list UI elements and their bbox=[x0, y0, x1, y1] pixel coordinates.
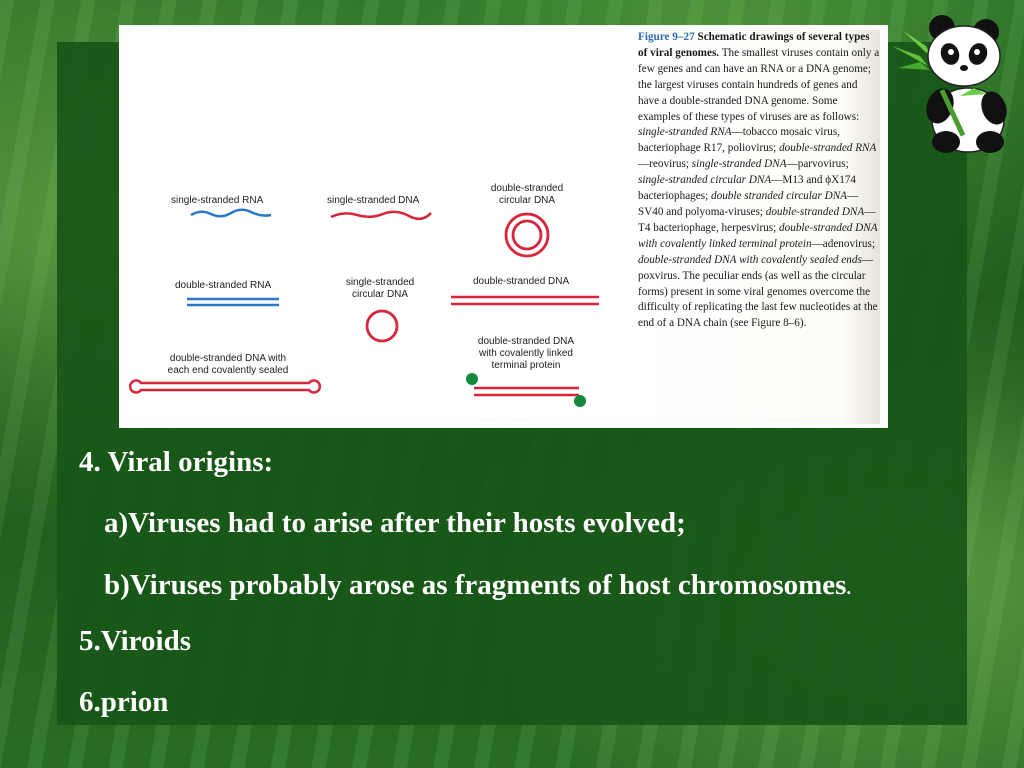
heading-prion: 6.prion bbox=[79, 686, 169, 718]
caption-italic: single-stranded circular DNA bbox=[638, 174, 772, 187]
terminal-protein-left bbox=[466, 373, 478, 385]
genome-drawings bbox=[128, 208, 599, 407]
ds-circular-dna-inner bbox=[511, 219, 543, 251]
panda-icon bbox=[890, 8, 1020, 158]
label-ds-dna: double-stranded DNA bbox=[473, 276, 570, 287]
ss-circular-dna bbox=[365, 309, 399, 343]
caption-italic: double stranded circular DNA bbox=[711, 190, 847, 203]
ss-rna-strand bbox=[190, 208, 272, 218]
caption-text: —M13 and ϕX174 bacteriophages; bbox=[638, 174, 857, 203]
label-ss-circular-dna-line1: single-stranded bbox=[345, 277, 415, 288]
ds-circular-dna-outer bbox=[504, 212, 550, 258]
label-ds-circular-dna-line1: double-stranded bbox=[490, 183, 564, 194]
figure-caption: Figure 9–27 Schematic drawings of severa… bbox=[628, 30, 880, 424]
label-ds-sealed-dna: double-stranded DNA with each end covale… bbox=[153, 353, 303, 377]
caption-title: Schematic drawings of several types of v… bbox=[638, 31, 870, 59]
heading-viral-origins: 4. Viral origins: bbox=[79, 446, 274, 478]
caption-italic: single-stranded DNA bbox=[691, 158, 787, 171]
figure-number: Figure 9–27 bbox=[638, 31, 695, 43]
caption-text: —T4 bacteriophage, herpesvirus; bbox=[638, 205, 876, 234]
figure-image: single-stranded RNA single-stranded DNA … bbox=[119, 25, 888, 428]
heading-viroids: 5.Viroids bbox=[79, 625, 191, 657]
label-ds-circular-dna: double-stranded circular DNA bbox=[479, 183, 575, 207]
label-ds-protein-line2: with covalently linked bbox=[479, 348, 573, 359]
label-ss-dna: single-stranded DNA bbox=[327, 195, 420, 206]
terminal-protein-right bbox=[574, 395, 586, 407]
caption-italic: double-stranded RNA bbox=[779, 142, 877, 155]
label-ss-circular-dna: single-stranded circular DNA bbox=[332, 277, 428, 301]
label-ds-protein-line1: double-stranded DNA bbox=[477, 336, 575, 347]
caption-text: —reovirus; bbox=[638, 158, 692, 171]
caption-text: —adenovirus; bbox=[811, 237, 875, 250]
panda-graphic bbox=[892, 15, 1007, 153]
label-ds-sealed-line1: double-stranded DNA with bbox=[169, 353, 287, 364]
caption-italic: double-stranded DNA bbox=[765, 205, 865, 218]
bullet-b: b)Viruses probably arose as fragments of… bbox=[104, 569, 851, 602]
caption-text: —poxvirus. The peculiar ends (as well as… bbox=[638, 253, 878, 330]
ds-sealed-dna bbox=[128, 379, 322, 394]
label-ds-protein-dna: double-stranded DNA with covalently link… bbox=[464, 336, 588, 372]
genome-diagram: single-stranded RNA single-stranded DNA … bbox=[119, 25, 619, 428]
bullet-b-text: b)Viruses probably arose as fragments of… bbox=[104, 569, 847, 601]
label-ds-rna: double-stranded RNA bbox=[175, 280, 272, 291]
label-ds-protein-line3: terminal protein bbox=[491, 360, 561, 371]
ss-dna-strand bbox=[330, 210, 432, 221]
bullet-b-period: . bbox=[846, 578, 851, 598]
caption-italic: double-stranded DNA with covalently link… bbox=[638, 221, 878, 250]
label-ss-rna: single-stranded RNA bbox=[171, 195, 264, 206]
label-ds-sealed-line2: each end covalently sealed bbox=[167, 365, 289, 376]
label-ss-circular-dna-line2: circular DNA bbox=[351, 289, 409, 300]
caption-italic: single-stranded RNA bbox=[638, 126, 732, 139]
caption-text: —SV40 and polyoma-viruses; bbox=[638, 190, 859, 218]
caption-text: —tobacco mosaic virus, bacteriophage R17… bbox=[638, 126, 840, 155]
bullet-a: a)Viruses had to arise after their hosts… bbox=[104, 507, 686, 539]
caption-italic: double-stranded DNA with covalently seal… bbox=[638, 253, 862, 266]
caption-text: —parvovirus; bbox=[786, 158, 849, 171]
label-ds-circular-dna-line2: circular DNA bbox=[498, 195, 556, 206]
caption-text: The smallest viruses contain only a few … bbox=[638, 46, 880, 123]
